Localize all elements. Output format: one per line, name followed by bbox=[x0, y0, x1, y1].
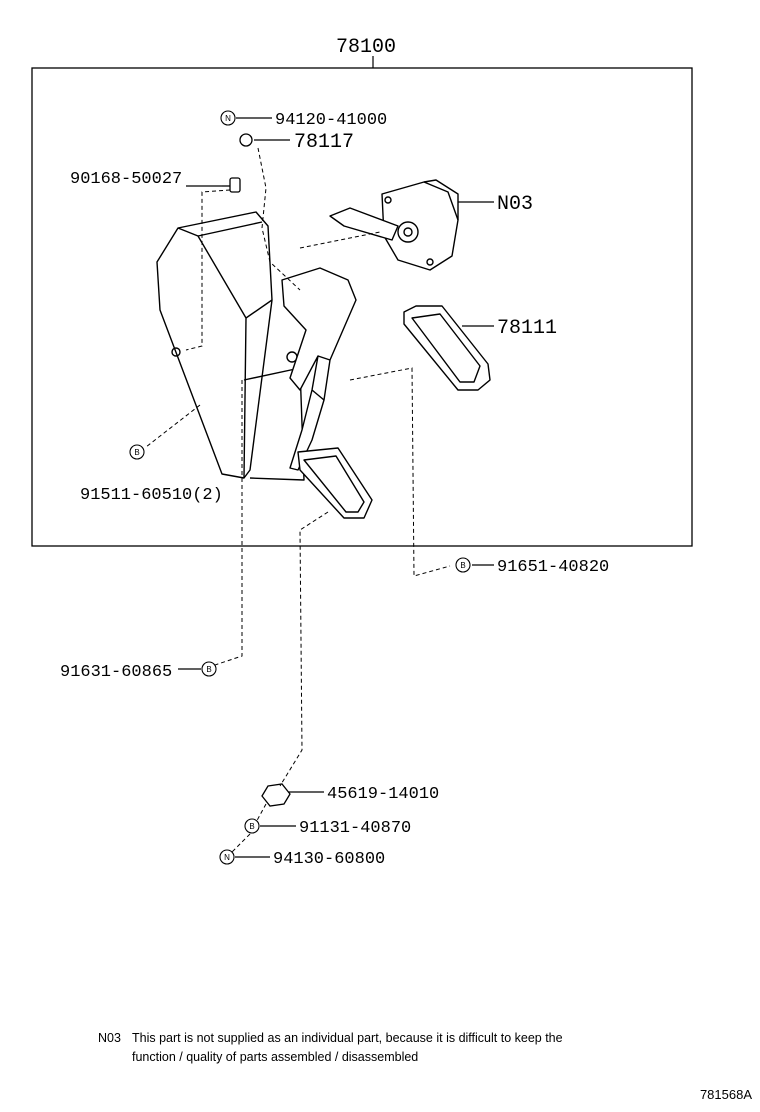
svg-text:N: N bbox=[224, 853, 230, 862]
label-90168-50027: 90168-50027 bbox=[70, 170, 182, 189]
marker-b-91631: B bbox=[201, 661, 217, 677]
marker-n-94120: N bbox=[220, 110, 236, 126]
solid-leaders bbox=[178, 117, 494, 858]
label-78117: 78117 bbox=[294, 131, 354, 154]
note-line-2: function / quality of parts assembled / … bbox=[132, 1050, 419, 1064]
pedal-pad bbox=[297, 447, 373, 519]
label-91651-40820: 91651-40820 bbox=[497, 558, 609, 577]
assembly-frame bbox=[31, 67, 693, 547]
label-91631-60865: 91631-60865 bbox=[60, 663, 172, 682]
svg-text:B: B bbox=[460, 561, 465, 570]
label-78111: 78111 bbox=[497, 317, 557, 340]
marker-b-91511: B bbox=[129, 444, 145, 460]
svg-text:N: N bbox=[225, 114, 231, 123]
marker-b-91131: B bbox=[244, 818, 260, 834]
note-line-1: This part is not supplied as an individu… bbox=[132, 1031, 563, 1045]
note-code: N03 bbox=[98, 1031, 121, 1045]
label-91511-60510: 91511-60510(2) bbox=[80, 486, 223, 505]
marker-n-94130: N bbox=[219, 849, 235, 865]
label-n03: N03 bbox=[497, 193, 533, 216]
assembly-part-number: 78100 bbox=[336, 36, 396, 59]
pedal-bracket bbox=[156, 211, 305, 481]
pad-cover-78111 bbox=[403, 305, 491, 391]
hardware bbox=[222, 133, 291, 807]
label-94120-41000: 94120-41000 bbox=[275, 111, 387, 130]
dashed-leaders bbox=[145, 147, 451, 857]
marker-b-91651: B bbox=[455, 557, 471, 573]
sensor-n03 bbox=[329, 179, 459, 271]
label-94130-60800: 94130-60800 bbox=[273, 850, 385, 869]
pedal-arm bbox=[281, 267, 357, 471]
svg-text:B: B bbox=[134, 448, 139, 457]
label-45619-14010: 45619-14010 bbox=[327, 785, 439, 804]
illustration-code: 781568A bbox=[699, 1087, 752, 1102]
label-91131-40870: 91131-40870 bbox=[299, 819, 411, 838]
svg-text:B: B bbox=[249, 822, 254, 831]
svg-text:B: B bbox=[206, 665, 211, 674]
